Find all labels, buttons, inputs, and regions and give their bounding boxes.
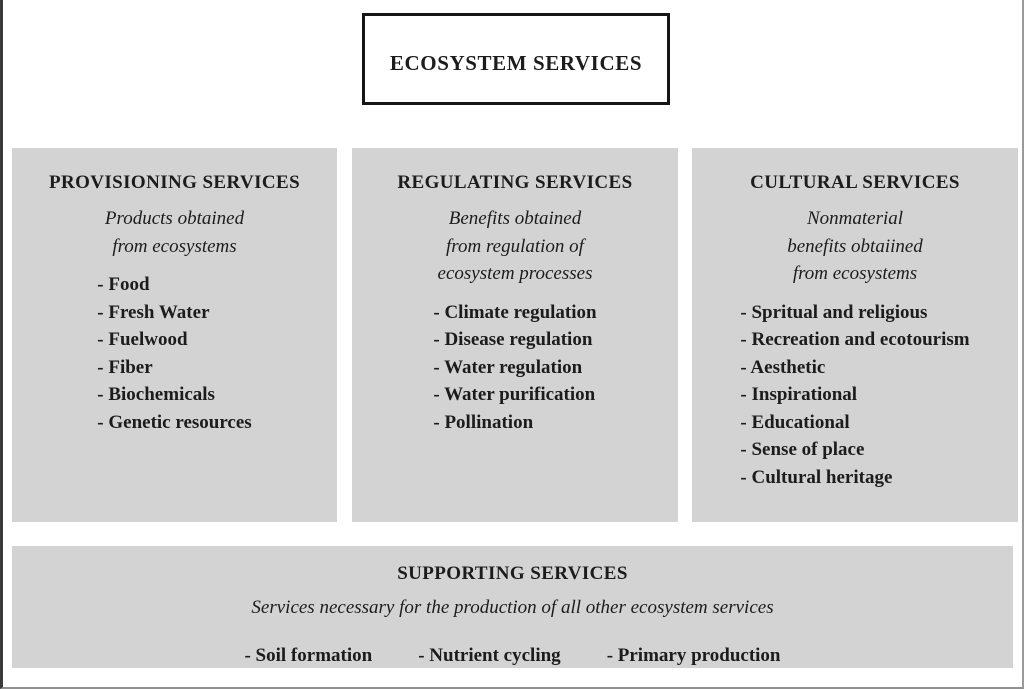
subtitle-line: Products obtained — [104, 208, 245, 229]
subtitle-line: benefits obtaiined — [787, 235, 923, 257]
provisioning-box: PROVISIONING SERVICES Products obtained … — [12, 148, 337, 522]
list-item: - Disease regulation — [433, 329, 593, 350]
subtitle-line: ecosystem processes — [437, 263, 593, 284]
subtitle-line: from regulation of — [446, 235, 584, 257]
list-item: - Educational — [740, 411, 850, 433]
list-item: - Food — [97, 274, 150, 295]
supporting-list: - Soil formation - Nutrient cycling - Pr… — [12, 642, 1013, 669]
title-box: ECOSYSTEM SERVICES — [362, 13, 670, 105]
list-item: - Sense of place — [740, 439, 865, 460]
regulating-box: REGULATING SERVICES Benefits obtained fr… — [352, 148, 678, 522]
cultural-header: CULTURAL SERVICES — [750, 172, 960, 193]
list-item: - Recreation and ecotourism — [740, 329, 970, 350]
supporting-subtitle: Services necessary for the production of… — [251, 597, 774, 618]
list-item: - Water purification — [433, 384, 596, 405]
subtitle-line: from ecosystems — [112, 235, 237, 257]
regulating-header: REGULATING SERVICES — [397, 172, 633, 193]
list-item: - Nutrient cycling — [418, 645, 561, 666]
list-item: - Water regulation — [433, 356, 583, 378]
diagram-title: ECOSYSTEM SERVICES — [389, 50, 643, 75]
cultural-list: - Spritual and religious - Recreation an… — [740, 299, 969, 492]
subtitle-line: from ecosystems — [792, 263, 918, 284]
subtitle-line: Nonmaterial — [806, 208, 904, 229]
provisioning-subtitle: Products obtained from ecosystems — [12, 205, 337, 260]
list-item: - Biochemicals — [97, 384, 215, 405]
supporting-header: SUPPORTING SERVICES — [397, 563, 628, 584]
regulating-list: - Climate regulation - Disease regulatio… — [433, 299, 596, 437]
cultural-box: CULTURAL SERVICES Nonmaterial benefits o… — [692, 148, 1018, 522]
list-item: - Climate regulation — [433, 301, 597, 323]
cultural-subtitle: Nonmaterial benefits obtaiined from ecos… — [692, 205, 1018, 288]
list-item: - Fiber — [97, 356, 153, 378]
provisioning-list: - Food - Fresh Water - Fuelwood - Fiber … — [97, 271, 251, 436]
list-item: - Genetic resources — [97, 411, 252, 433]
list-item: - Fuelwood — [97, 329, 188, 350]
supporting-box: SUPPORTING SERVICES Services necessary f… — [12, 546, 1013, 668]
provisioning-header: PROVISIONING SERVICES — [48, 172, 301, 193]
list-item: - Aesthetic — [740, 356, 826, 378]
list-item: - Fresh Water — [97, 301, 210, 323]
list-item: - Cultural heritage — [740, 466, 893, 488]
list-item: - Inspirational — [740, 384, 858, 405]
list-item: - Pollination — [433, 411, 534, 433]
subtitle-line: Benefits obtained — [448, 208, 582, 229]
regulating-subtitle: Benefits obtained from regulation of eco… — [352, 205, 678, 288]
list-item: - Soil formation — [244, 645, 373, 666]
list-item: - Spritual and religious — [740, 301, 928, 323]
list-item: - Primary production — [606, 645, 781, 666]
